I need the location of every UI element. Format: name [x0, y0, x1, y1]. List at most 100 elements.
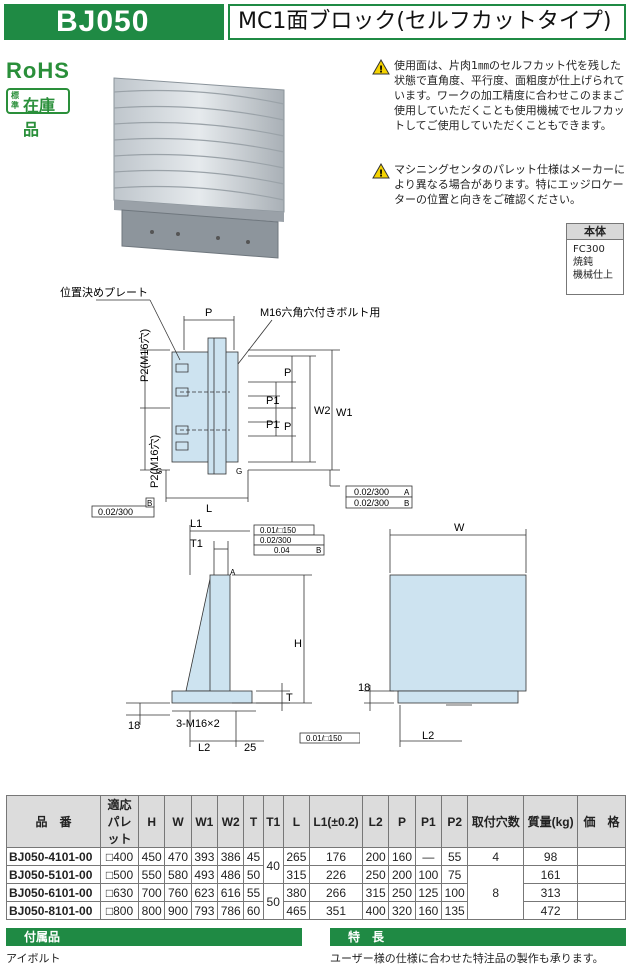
table-cell: 465 — [282, 901, 311, 920]
stock-badge-big: 在庫品 — [23, 96, 56, 139]
tol-flat2: 0.01/□150 — [306, 734, 343, 743]
table-cell: 200 — [361, 847, 390, 866]
dim-T1: T1 — [190, 538, 203, 550]
front-view-drawing: W 18 L2 — [358, 522, 527, 747]
dim-m16: 3-M16×2 — [176, 718, 220, 730]
col-mass: 質量(kg) — [523, 795, 578, 848]
note-2: ! マシニングセンタのパレット仕様はメーカーにより異なる場合があります。特にエッ… — [372, 162, 626, 207]
accessories-title: 付属品 — [6, 928, 302, 946]
side-view-drawing: L1 T1 H T 18 3-M16×2 L2 25 A 0.01/□150 0… — [126, 518, 360, 754]
col-W2: W2 — [217, 795, 245, 848]
tol-right-2: 0.02/300 — [354, 498, 389, 508]
dim-P-upper: P — [284, 367, 291, 379]
material-head: 本体 — [567, 224, 623, 240]
dim-18-front: 18 — [358, 682, 370, 694]
spec-table: 品 番 適応パレット H W W1 W2 T T1 L L1(±0.2) L2 … — [6, 795, 626, 920]
table-cell: 200 — [388, 865, 416, 884]
note-2-text: マシニングセンタのパレット仕様はメーカーにより異なる場合があります。特にエッジロ… — [394, 163, 625, 206]
datum-A-right: A — [404, 488, 410, 497]
col-price: 価 格 — [577, 795, 626, 848]
table-cell: 125 — [414, 883, 443, 902]
table-cell: 315 — [282, 865, 311, 884]
table-cell: 623 — [190, 883, 219, 902]
table-cell: 100 — [441, 883, 469, 902]
table-cell: 486 — [217, 865, 245, 884]
tol-right-1: 0.02/300 — [354, 487, 389, 497]
table-cell: ― — [414, 847, 443, 866]
table-cell — [577, 901, 626, 920]
table-cell: 760 — [164, 883, 192, 902]
dim-L1: L1 — [190, 518, 202, 530]
table-cell — [577, 847, 626, 866]
row-code: BJ050-5101-00 — [6, 865, 101, 884]
product-title: MC1面ブロック(セルフカットタイプ) — [228, 4, 626, 40]
table-cell: 386 — [217, 847, 245, 866]
col-L1: L1(±0.2) — [309, 795, 363, 848]
table-cell: 98 — [523, 847, 578, 866]
row-code: BJ050-4101-00 — [6, 847, 101, 866]
table-cell: 313 — [523, 883, 578, 902]
table-cell: 800 — [137, 901, 166, 920]
table-cell: 786 — [217, 901, 245, 920]
product-photo — [113, 77, 285, 259]
table-cell: 320 — [388, 901, 416, 920]
dim-18-side: 18 — [128, 720, 140, 732]
dim-P1-a: P1 — [266, 395, 279, 407]
table-cell: 160 — [414, 901, 443, 920]
dim-P-lower: P — [284, 421, 291, 433]
dim-25: 25 — [244, 742, 256, 754]
row-code: BJ050-6101-00 — [6, 883, 101, 902]
tol-left: 0.02/300 — [98, 507, 133, 517]
table-cell: 393 — [190, 847, 219, 866]
dim-L2-front: L2 — [422, 730, 434, 742]
product-code: BJ050 — [4, 4, 224, 40]
table-cell: □630 — [100, 883, 139, 902]
dim-H: H — [294, 638, 302, 650]
table-header-row: 品 番 適応パレット H W W1 W2 T T1 L L1(±0.2) L2 … — [6, 795, 626, 848]
col-P1: P1 — [414, 795, 443, 848]
material-box: 本体 FC300 焼鈍 機械仕上 — [566, 223, 624, 295]
dim-W2: W2 — [314, 405, 331, 417]
col-H: H — [137, 795, 166, 848]
stock-badge-small: 標準 — [11, 91, 19, 110]
datum-A-side: A — [230, 568, 236, 577]
col-P: P — [388, 795, 416, 848]
col-T1: T1 — [262, 795, 284, 848]
warning-icon: ! — [372, 59, 390, 75]
dim-W: W — [454, 522, 465, 534]
features-title: 特 長 — [330, 928, 626, 946]
rohs-badge: RoHS — [6, 58, 70, 83]
tol-par2: 0.04 — [274, 546, 290, 555]
table-cell: 580 — [164, 865, 192, 884]
col-T: T — [243, 795, 264, 848]
tol-flat: 0.01/□150 — [260, 526, 297, 535]
accessories-text: アイボルト — [6, 952, 61, 965]
table-cell: 793 — [190, 901, 219, 920]
table-cell: 161 — [523, 865, 578, 884]
features-section: 特 長 ユーザー様の仕様に合わせた特注品の製作も承ります。 — [330, 928, 626, 966]
tol-perp: 0.02/300 — [260, 536, 292, 545]
table-cell: □400 — [100, 847, 139, 866]
table-cell: 135 — [441, 901, 469, 920]
dim-P-top: P — [205, 307, 212, 319]
bolt-label: M16六角穴付きボルト用 — [260, 305, 380, 319]
note-1-text: 使用面は、片肉1㎜のセルフカット代を残した状態で直角度、平行度、面粗度が仕上げら… — [394, 59, 625, 132]
table-cell: 45 — [243, 847, 264, 866]
col-code: 品 番 — [6, 795, 101, 848]
stock-badge: 標準 在庫品 — [6, 88, 70, 139]
dim-P1-b: P1 — [266, 419, 279, 431]
table-cell: 50 — [243, 865, 264, 884]
plate-label: 位置決めプレート — [60, 285, 148, 299]
table-cell: 160 — [388, 847, 416, 866]
table-cell: 616 — [217, 883, 245, 902]
g-mark-1: G — [156, 467, 162, 476]
table-cell: 250 — [388, 883, 416, 902]
col-pallet: 適応パレット — [100, 795, 139, 848]
table-cell: 315 — [361, 883, 390, 902]
col-holes: 取付穴数 — [467, 795, 525, 848]
table-cell: 226 — [309, 865, 363, 884]
